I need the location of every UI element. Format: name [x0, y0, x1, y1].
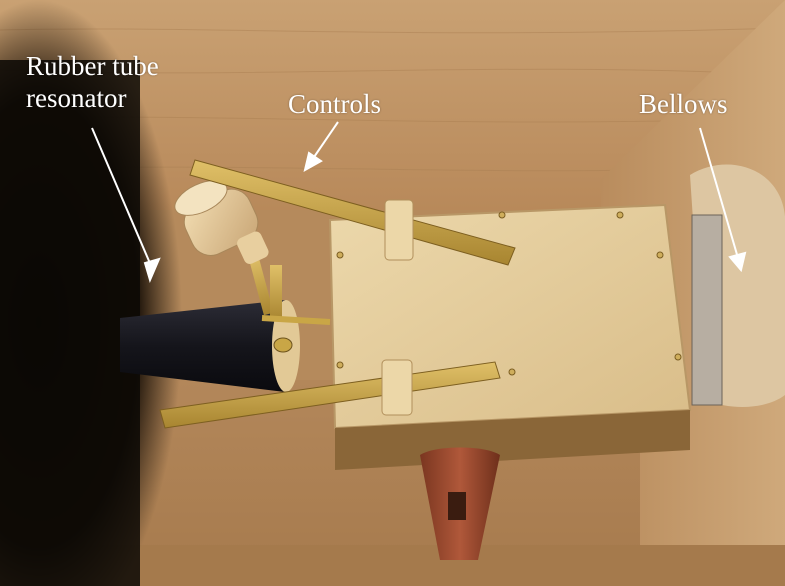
left-dark: [0, 60, 140, 586]
box-screws: [336, 211, 682, 376]
controls-label: Controls: [288, 89, 382, 119]
rubber-tube: [120, 300, 297, 392]
lower-control-lever: [159, 359, 501, 429]
bellows-label: Bellows: [639, 89, 728, 119]
brass-tubes: [248, 254, 331, 353]
annotation-arrows: [91, 121, 747, 283]
bellows: [691, 214, 723, 406]
resonator-label-line2: resonator: [26, 83, 127, 113]
upper-control-lever: [189, 159, 516, 266]
controls-arrow: [311, 121, 339, 161]
bellows-arrow: [699, 127, 739, 259]
resonator-label: Rubber tube resonator: [26, 50, 159, 114]
terracotta-pipe: [420, 447, 500, 560]
wooden-knob: [174, 180, 269, 264]
resonator-arrow: [91, 127, 153, 269]
resonator-label-line1: Rubber tube: [26, 51, 159, 81]
